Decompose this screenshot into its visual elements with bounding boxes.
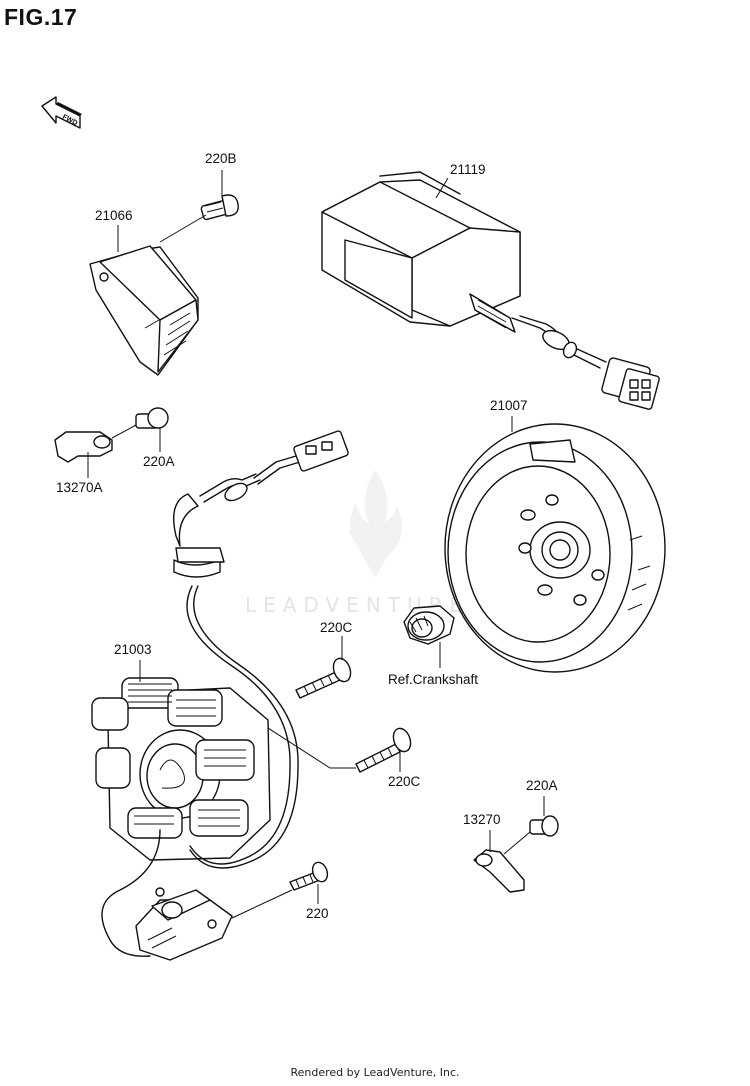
stator-21003-icon — [91, 430, 349, 957]
pickup-coil-icon — [135, 887, 233, 961]
label-220c-upper: 220C — [320, 620, 353, 635]
label-21007: 21007 — [490, 398, 528, 413]
plate-13270-icon — [473, 849, 525, 893]
label-220a-top: 220A — [143, 454, 175, 469]
label-220b: 220B — [205, 151, 237, 166]
label-21066: 21066 — [95, 208, 133, 223]
bolt-220a-top-icon — [135, 407, 169, 429]
bolt-220b-icon — [200, 194, 239, 221]
leader-13270-bolt — [503, 831, 531, 855]
leader-21119 — [435, 177, 449, 199]
regulator-21119-icon — [321, 171, 660, 410]
label-13270a: 13270A — [56, 480, 103, 495]
bolt-220-icon — [289, 861, 329, 891]
figure-title: FIG.17 — [4, 4, 78, 30]
label-13270: 13270 — [463, 812, 501, 827]
crankshaft-nut-icon — [403, 605, 455, 645]
bolt-220c-lower-icon — [355, 727, 412, 773]
leader-220c-lower-stator — [239, 709, 356, 769]
watermark-logo — [348, 470, 403, 578]
footer-credit: Rendered by LeadVenture, Inc. — [290, 1066, 460, 1079]
flywheel-21007-icon — [444, 423, 666, 673]
leader-13270a-bolt — [111, 423, 139, 439]
bolt-220c-upper-icon — [295, 657, 352, 699]
label-21003: 21003 — [114, 642, 152, 657]
plate-13270a-icon — [54, 431, 113, 463]
label-220c-lower: 220C — [388, 774, 421, 789]
leader-220-pickup — [231, 889, 293, 919]
label-220: 220 — [306, 906, 329, 921]
ignition-unit-21066-icon — [89, 245, 199, 376]
label-21119: 21119 — [450, 162, 486, 177]
fwd-arrow-icon: FWD — [41, 96, 82, 129]
label-ref-crankshaft: Ref.Crankshaft — [388, 672, 478, 687]
bolt-220a-bottom-icon — [529, 815, 559, 837]
label-220a-bottom: 220A — [526, 778, 558, 793]
leader-21066-bolt — [159, 214, 207, 243]
